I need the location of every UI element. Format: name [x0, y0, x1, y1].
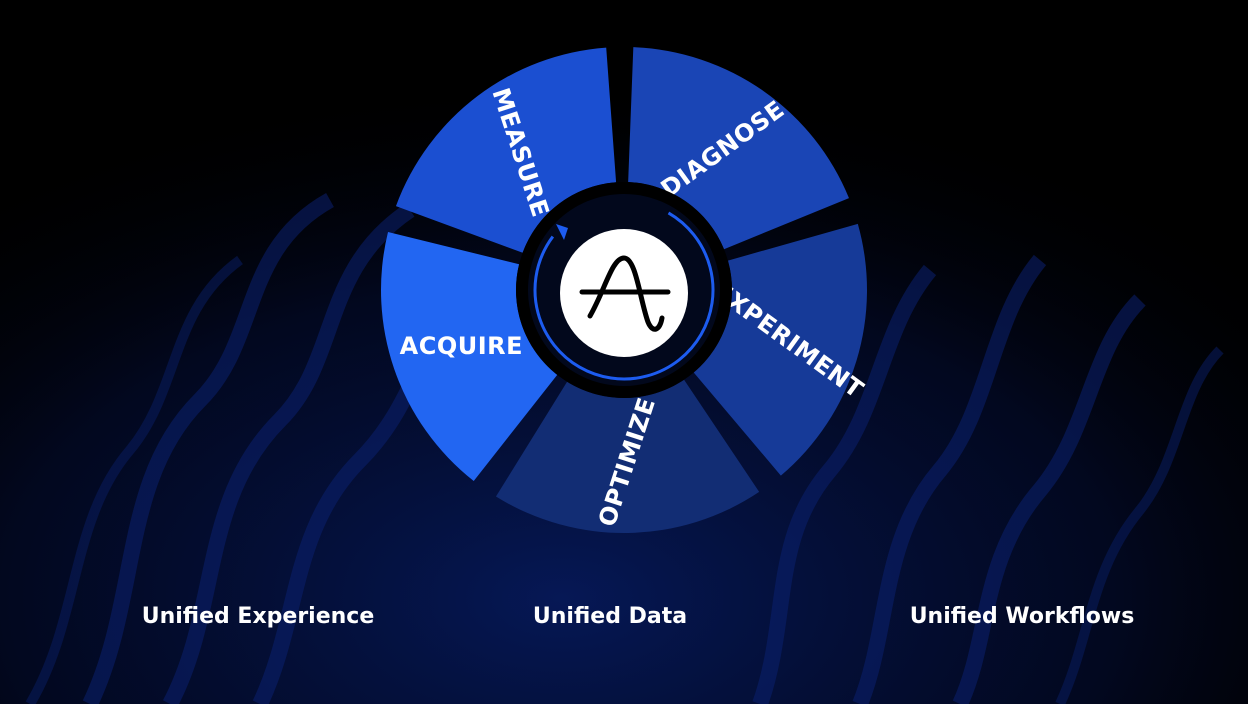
segment-acquire	[380, 232, 558, 481]
wheel-ring	[533, 199, 715, 381]
ring-arrow-icon	[556, 224, 568, 240]
segment-label-acquire: ACQUIRE	[400, 332, 523, 360]
footer-label-unified-experience: Unified Experience	[141, 604, 375, 629]
segment-measure	[395, 47, 617, 253]
segment-diagnose	[628, 47, 849, 250]
footer-label-unified-workflows: Unified Workflows	[909, 604, 1135, 629]
amplitude-logo-icon	[579, 255, 671, 332]
footer-label-unified-data: Unified Data	[532, 604, 688, 629]
segment-experiment	[693, 223, 867, 476]
segment-optimize	[495, 379, 760, 533]
